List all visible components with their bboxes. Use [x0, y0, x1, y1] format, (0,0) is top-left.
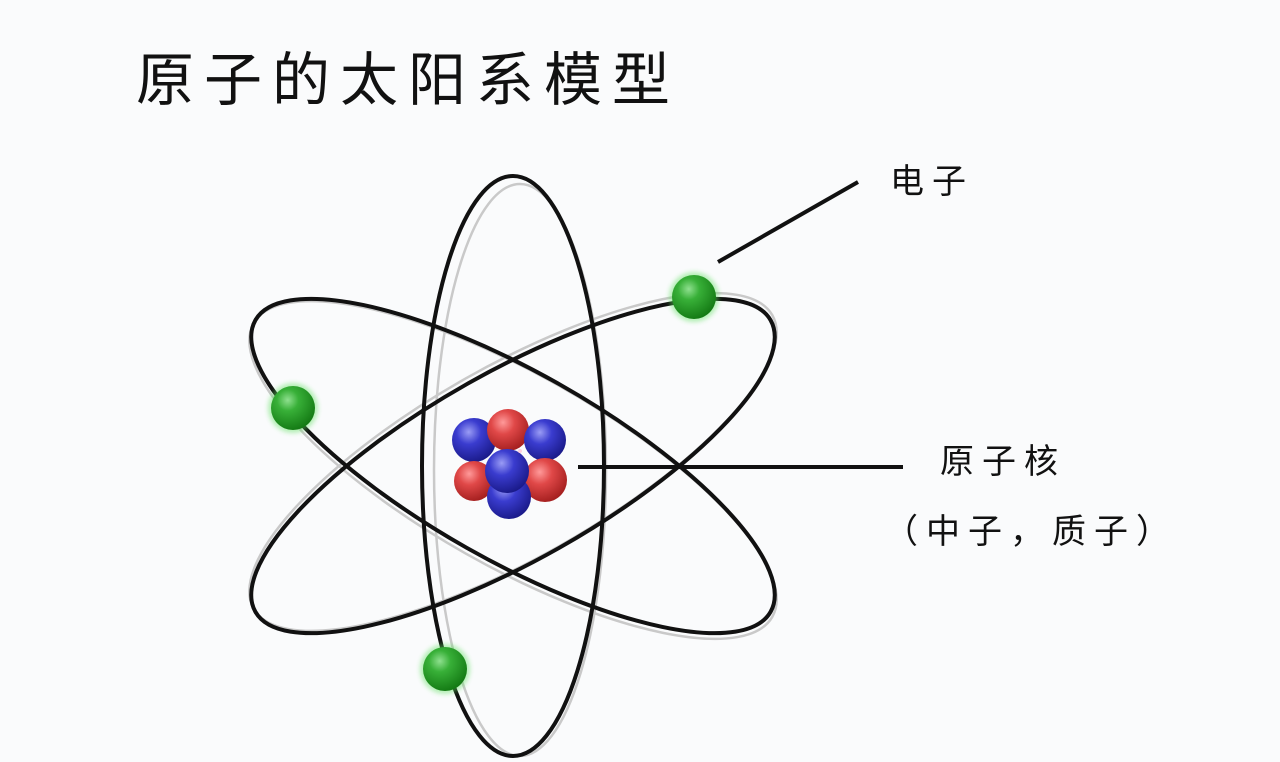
nucleus-label: 原子核 — [940, 442, 1066, 482]
electron — [669, 272, 719, 322]
orbit-tilted-up — [249, 296, 777, 636]
orbits — [249, 174, 777, 758]
electron-label: 电子 — [890, 162, 974, 202]
electrons — [268, 272, 719, 694]
neutron — [524, 419, 566, 461]
neutron — [485, 449, 529, 493]
proton — [523, 458, 567, 502]
proton — [487, 409, 529, 451]
electron-leader-line — [717, 180, 859, 264]
orbit-tilted-down — [249, 296, 777, 636]
diagram-title: 原子的太阳系模型 — [136, 46, 681, 114]
proton — [454, 461, 494, 501]
nucleus — [452, 409, 567, 519]
neutron — [452, 418, 496, 462]
electron — [268, 383, 318, 433]
nucleus-composition-label: （中子，质子） — [884, 512, 1178, 552]
electron — [420, 644, 470, 694]
